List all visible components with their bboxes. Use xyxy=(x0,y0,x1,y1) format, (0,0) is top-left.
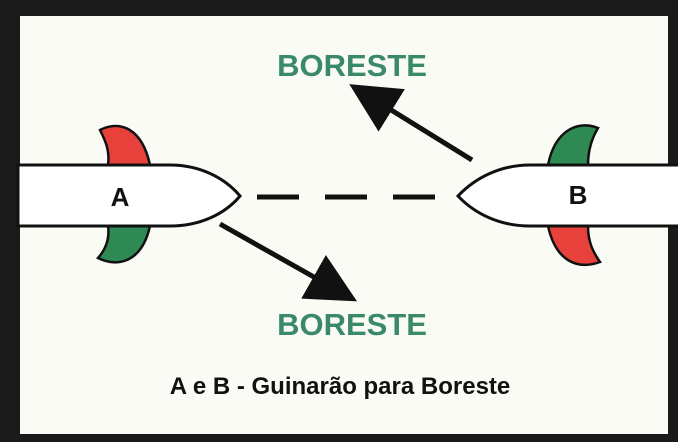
ship-b-label: B xyxy=(569,180,588,210)
ship-a-turn-arrow xyxy=(218,221,358,302)
bottom-boreste-label: BORESTE xyxy=(277,307,427,342)
ship-a-hull xyxy=(16,163,242,228)
ship-b-hull xyxy=(455,163,678,228)
ship-b-turn-arrow xyxy=(349,84,474,163)
top-boreste-label: BORESTE xyxy=(277,48,427,83)
diagram-caption: A e B - Guinarão para Boreste xyxy=(170,373,511,400)
ship-a-label: A xyxy=(111,182,130,212)
